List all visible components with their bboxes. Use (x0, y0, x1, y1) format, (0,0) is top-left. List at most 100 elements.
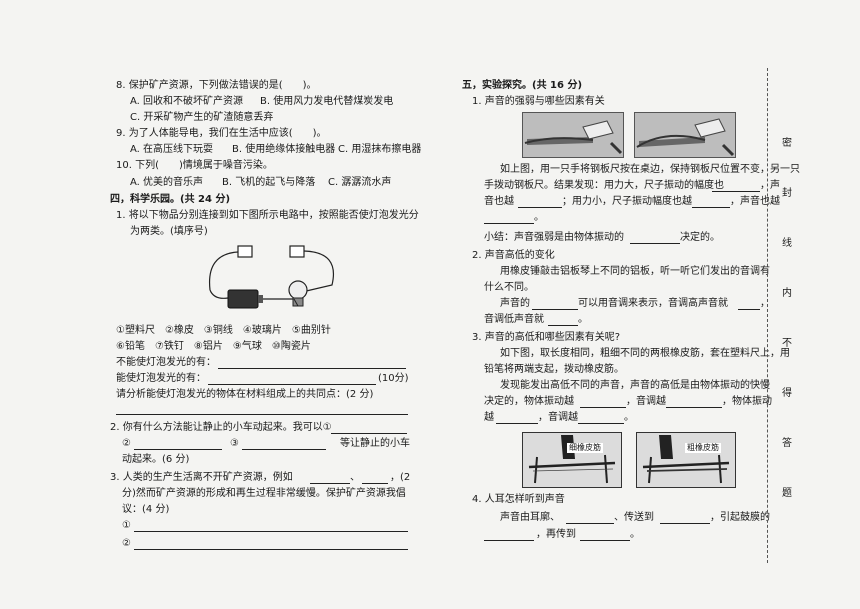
seal-char: 线 (782, 238, 792, 249)
s5-q1-p3b: ；用力小，尺子振动幅度也越 (562, 196, 692, 207)
s5-q3-p2: 铅笔将两端支起，拨动橡皮筋。 (484, 364, 624, 375)
s4-items-line2: ⑥铅笔 ⑦铁钉 ⑧铝片 ⑨气球 ⑩陶瓷片 (116, 341, 311, 352)
circuit-diagram (208, 245, 334, 309)
eardrum-vibration-blank[interactable] (484, 540, 534, 541)
can-light-blank[interactable] (208, 384, 376, 385)
seal-char: 不 (782, 338, 792, 349)
high-pitch-blank[interactable] (738, 309, 760, 310)
brain-blank[interactable] (580, 540, 630, 541)
ear-canal-blank[interactable] (566, 523, 614, 524)
q8-option-c: C. 开采矿物产生的矿渣随意丢弃 (130, 112, 274, 123)
s5-q3-p3: 发现能发出高低不同的声音，声音的高低是由物体振动的快慢 (500, 380, 770, 391)
s5-q2-p3c: ， (760, 298, 770, 309)
s4-q3-line1a: 3. 人类的生产生活离不开矿产资源，例如 (110, 472, 293, 483)
s5-q3-p4b: ，音调越 (626, 396, 666, 407)
q8-option-b: B. 使用风力发电代替煤炭发电 (260, 96, 394, 107)
common-point-prompt: 请分析能使灯泡发光的物体在材料组成上的共同点：(2 分) (116, 389, 374, 400)
ruler-photo-right (634, 112, 736, 158)
summary-blank[interactable] (630, 243, 680, 244)
s5-q3-p4c: ，物体振动 (722, 396, 772, 407)
pitch-low-blank[interactable] (578, 423, 624, 424)
light-bulb-icon (288, 280, 308, 300)
s4-q3-sep: 、 (350, 472, 360, 483)
q8-stem: 8. 保护矿产资源，下列做法错误的是( )。 (116, 80, 317, 91)
s5-q1-summary-a: 小结：声音强弱是由物体振动的 (484, 232, 624, 243)
proposal1-blank[interactable] (134, 531, 408, 532)
s5-q4-p2c: 。 (630, 529, 640, 540)
vibration-slow-blank[interactable] (496, 423, 538, 424)
method3-blank[interactable] (242, 449, 326, 450)
sound-loud-blank[interactable] (518, 207, 562, 208)
proposal2-blank[interactable] (134, 549, 408, 550)
s5-q2-p1: 用橡皮锤敲击铝板琴上不同的铝板，听一听它们发出的音调有 (500, 266, 770, 277)
method1-blank[interactable] (331, 433, 407, 434)
s5-q2-p4b: 。 (578, 314, 588, 325)
s5-q4-title: 4. 人耳怎样听到声音 (472, 494, 565, 505)
s4-q2-line1: 2. 你有什么方法能让静止的小车动起来。我可以① (110, 422, 332, 433)
seal-char: 得 (782, 388, 792, 399)
can-light-score: (10分) (378, 373, 409, 384)
seal-char: 密 (782, 138, 792, 149)
s4-items-line1: ①塑料尺 ②橡皮 ③铜线 ④玻璃片 ⑤曲别针 (116, 325, 331, 336)
sound-soft-blank[interactable] (484, 223, 534, 224)
s4-q3-line3: 议：(4 分) (122, 504, 170, 515)
proposal2-mark: ② (122, 538, 131, 549)
can-light-label: 能使灯泡发光的有： (116, 373, 206, 384)
s5-q3-title: 3. 声音的高低和哪些因素有关呢? (472, 332, 621, 343)
pitch-property-blank[interactable] (532, 309, 578, 310)
seal-line (767, 68, 768, 563)
mineral-example1-blank[interactable] (310, 483, 350, 484)
vibration-fast-blank[interactable] (580, 407, 626, 408)
s5-q2-p2: 什么不同。 (484, 282, 534, 293)
s4-q1-line2: 为两类。(填序号) (130, 226, 208, 237)
s5-q1-p1: 如上图，用一只手将钢板尺按在桌边，保持钢板尺位置不变，另一只 (500, 164, 800, 175)
seal-char: 题 (782, 488, 792, 499)
q10-option-a: A. 优美的音乐声 (130, 177, 204, 188)
s5-q3-p5b: ，音调越 (538, 412, 578, 423)
right-clip-icon (289, 245, 305, 258)
s5-q3-p5c: 。 (624, 412, 634, 423)
seal-char: 内 (782, 288, 792, 299)
s5-q2-p4a: 音调低声音就 (484, 314, 544, 325)
s4-q2-tail: 等让静止的小车 (340, 438, 410, 449)
amplitude-large-blank[interactable] (712, 191, 760, 192)
pitch-high-blank[interactable] (666, 407, 722, 408)
thick-band-photo: 粗橡皮筋 (636, 432, 736, 488)
s5-q1-p3c: ，声音也越 (730, 196, 780, 207)
seal-char: 答 (782, 438, 792, 449)
s5-q2-p3a: 声音的 (500, 298, 530, 309)
low-pitch-blank[interactable] (548, 325, 578, 326)
mineral-example2-blank[interactable] (362, 483, 388, 484)
s4-q2-mark2: ② (122, 438, 131, 449)
battery-icon (227, 289, 259, 309)
s5-q1-title: 1. 声音的强弱与哪些因素有关 (472, 96, 605, 107)
proposal1-mark: ① (122, 520, 131, 531)
s4-q1-line1: 1. 将以下物品分别连接到如下图所示电路中，按照能否使灯泡发光分 (116, 210, 419, 221)
s5-q1-p2b: ，声 (760, 180, 780, 191)
common-point-blank[interactable] (116, 414, 408, 415)
thin-band-label: 细橡皮筋 (567, 443, 603, 453)
section4-title: 四，科学乐园。(共 24 分) (110, 194, 231, 205)
q10-option-b: B. 飞机的起飞与降落 (222, 177, 316, 188)
s5-q2-p3b: 可以用音调来表示，音调高声音就 (578, 298, 728, 309)
amplitude-small-blank[interactable] (692, 207, 730, 208)
thick-band-label: 粗橡皮筋 (685, 443, 721, 453)
q10-option-c: C. 潺潺流水声 (328, 177, 392, 188)
q8-option-a: A. 回收和不破坏矿产资源 (130, 96, 244, 107)
s5-q1-p4: 。 (534, 212, 544, 223)
s5-q1-summary-b: 决定的。 (680, 232, 720, 243)
s5-q4-p1c: ，引起鼓膜的 (710, 512, 770, 523)
thin-band-photo: 细橡皮筋 (522, 432, 622, 488)
s5-q4-p2b: ，再传到 (536, 529, 576, 540)
q9-option-c: C. 用湿抹布擦电器 (338, 144, 422, 155)
s4-q3-line2: 分)然而矿产资源的形成和再生过程非常缓慢。保护矿产资源我倡 (122, 488, 406, 499)
s5-q1-p3a: 音也越 (484, 196, 514, 207)
method2-blank[interactable] (134, 449, 222, 450)
s5-q2-title: 2. 声音高低的变化 (472, 250, 555, 261)
s5-q4-p1b: 、传送到 (614, 512, 654, 523)
seal-char: 封 (782, 188, 792, 199)
cannot-light-blank[interactable] (218, 368, 406, 369)
eardrum-blank[interactable] (660, 523, 710, 524)
s4-q3-line1b: ，(2 (390, 472, 411, 483)
